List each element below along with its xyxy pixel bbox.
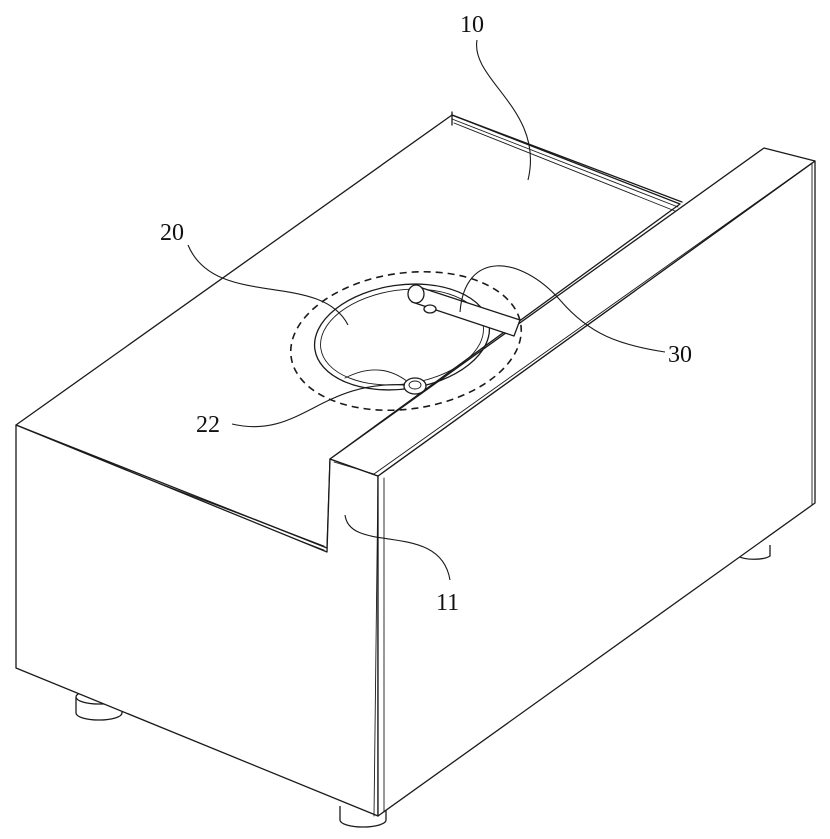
leader-30	[459, 265, 666, 353]
leader-lines	[187, 39, 666, 581]
label-10: 10	[460, 12, 484, 38]
label-20: 20	[160, 220, 184, 246]
block-bevel	[333, 162, 813, 817]
label-30: 30	[668, 342, 692, 368]
leader-20	[187, 244, 349, 326]
leader-10	[476, 39, 531, 181]
label-22: 22	[196, 412, 220, 438]
leader-11	[344, 514, 451, 581]
leader-22	[231, 384, 406, 428]
dashed-circle	[289, 270, 523, 412]
button-22	[403, 377, 427, 395]
back-strip	[451, 111, 683, 212]
label-11: 11	[436, 590, 459, 616]
handle-bar	[407, 284, 521, 337]
